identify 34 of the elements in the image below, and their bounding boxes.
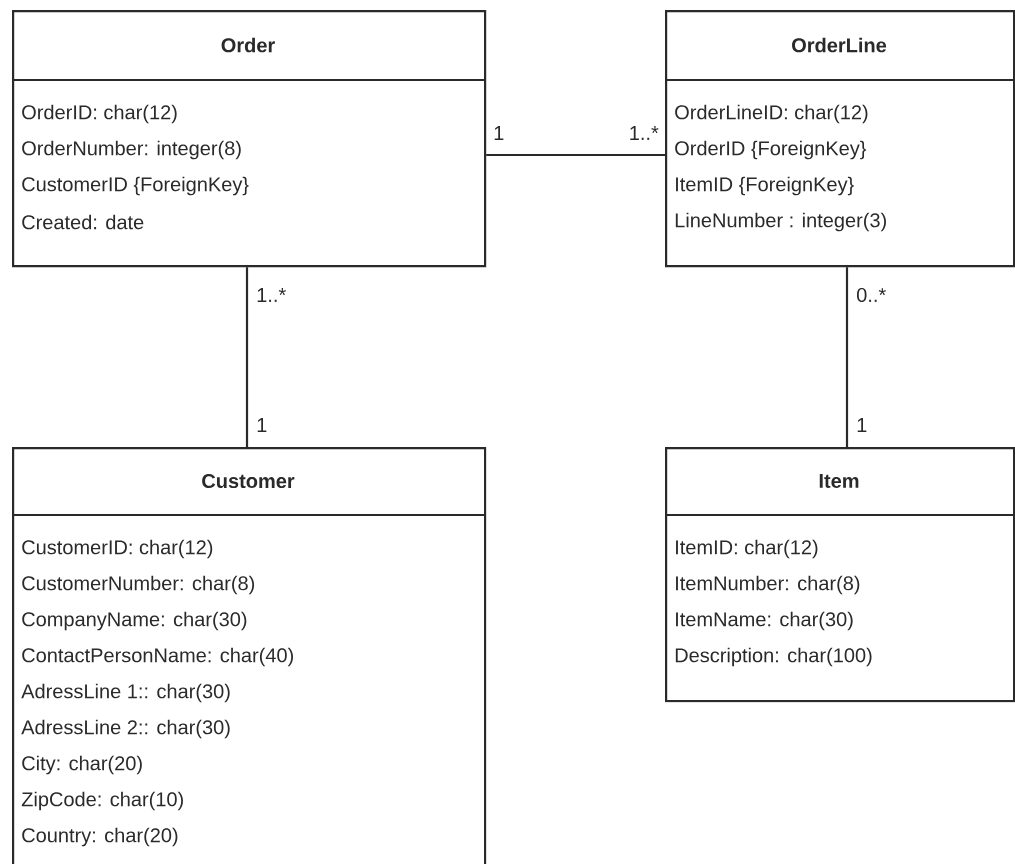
attribute-text: Description: char(100) [675, 647, 872, 667]
attribute-text: AdressLine 2:: char(30) [21, 719, 230, 739]
multiplicity-label: 1 [257, 418, 267, 432]
attribute-text: ZipCode: char(10) [21, 791, 183, 811]
attribute-text: ItemID: char(12) [676, 539, 818, 559]
multiplicity-label: 1..* [630, 126, 659, 140]
class-name: Customer [202, 473, 295, 489]
multiplicity-label: 1 [494, 126, 504, 140]
multiplicity-label: 0..* [857, 287, 886, 303]
attribute-text: ItemNumber: char(8) [676, 575, 860, 595]
attribute-text: CompanyName: char(30) [22, 611, 247, 631]
attribute-text: OrderID: char(12) [22, 104, 177, 124]
attribute-text: CustomerNumber: char(8) [22, 575, 255, 595]
connector-line [486, 153, 665, 157]
multiplicity-label: 1 [857, 418, 867, 432]
attribute-text: LineNumber : integer(3) [675, 212, 886, 232]
attribute-text: CustomerID {ForeignKey} [22, 176, 249, 196]
attribute-text: ContactPersonName: char(40) [22, 647, 293, 667]
multiplicity-label: 1..* [257, 288, 286, 302]
attribute-text: AdressLine 1:: char(30) [21, 683, 230, 703]
connector-line [845, 267, 849, 447]
attribute-text: ItemName: char(30) [676, 611, 853, 631]
attribute-text: OrderID {ForeignKey} [675, 140, 867, 160]
attribute-text: Created: date [22, 214, 144, 230]
attribute-text: ItemID {ForeignKey} [676, 176, 854, 196]
attribute-text: OrderLineID: char(12) [675, 104, 868, 124]
class-name: Item [819, 474, 859, 488]
class-name: OrderLine [792, 37, 887, 53]
class-name: Order [221, 37, 275, 53]
attribute-text: Country: char(20) [22, 827, 178, 847]
attribute-text: City: char(20) [22, 755, 142, 775]
attribute-text: CustomerID: char(12) [22, 539, 213, 559]
attribute-text: OrderNumber: integer(8) [22, 140, 241, 160]
connector-line [245, 267, 249, 447]
